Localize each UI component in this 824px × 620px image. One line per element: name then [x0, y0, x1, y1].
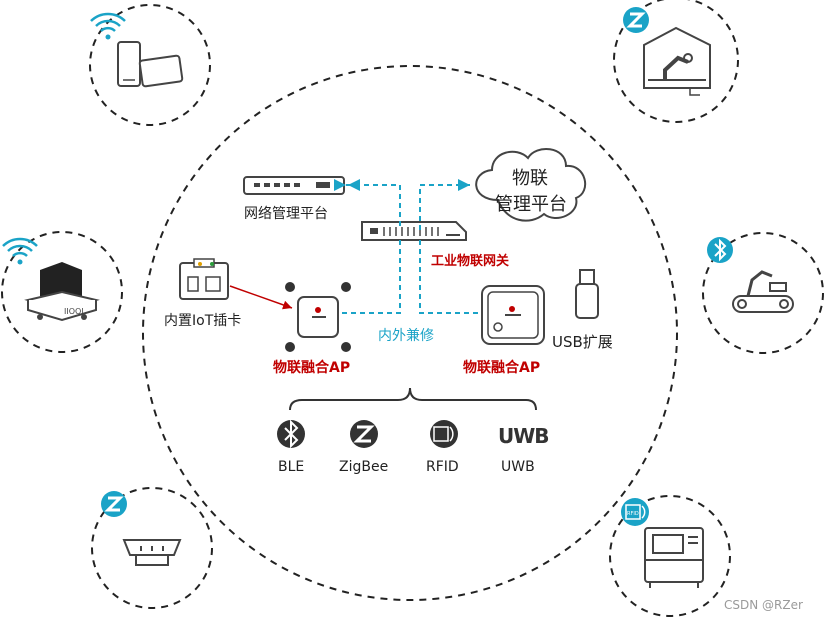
label-ap-right: 物联融合AP [463, 359, 540, 376]
wifi-icon [2, 237, 38, 265]
protocol-label-zigbee: ZigBee [339, 459, 388, 475]
zigbee-badge-icon [623, 7, 649, 33]
device-agv-robot: IIOOI [1, 231, 123, 353]
machine-icon [644, 527, 704, 588]
agv-icon: IIOOI [24, 262, 100, 322]
iot-ap-right-icon [481, 285, 545, 345]
network-switch-icon [243, 176, 345, 195]
protocol-brace [289, 387, 537, 411]
bluetooth-icon [277, 419, 305, 449]
industrial-gateway-icon [361, 221, 467, 241]
uwb-icon: UWB [498, 424, 550, 448]
label-network-mgmt: 网络管理平台 [244, 206, 328, 222]
device-robot-arm-factory [613, 0, 739, 123]
tablet-icon [138, 54, 184, 88]
device-tablet-phone [89, 4, 211, 126]
iot-ap-left-icon [285, 282, 351, 352]
zigbee-badge-icon [101, 491, 127, 517]
connection-lines [334, 179, 480, 314]
svg-text:UWB: UWB [498, 424, 549, 448]
iot-card-icon [179, 258, 229, 300]
device-industrial-machine: RFID [609, 495, 731, 617]
main-dashed-ring [142, 65, 678, 601]
conveyor-icon [732, 270, 794, 313]
protocol-label-ble: BLE [278, 459, 304, 475]
protocol-label-uwb: UWB [501, 459, 535, 475]
label-compat: 内外兼修 [378, 328, 434, 344]
phone-icon [117, 41, 141, 87]
watermark: CSDN @RZer [724, 598, 803, 612]
label-iot-mgmt-line1: 物联 [512, 168, 548, 189]
zigbee-icon [350, 420, 378, 448]
smoke-detector-icon [122, 539, 182, 566]
device-conveyor-belt [702, 232, 824, 354]
svg-text:RFID: RFID [627, 511, 639, 517]
label-ap-left: 物联融合AP [273, 359, 350, 376]
label-industrial-gateway: 工业物联网关 [431, 253, 509, 269]
label-usb: USB扩展 [552, 333, 613, 351]
rfid-icon [430, 420, 458, 448]
factory-icon [643, 26, 711, 96]
bluetooth-badge-icon [707, 237, 733, 263]
svg-text:IIOOI: IIOOI [64, 307, 84, 316]
label-iot-card: 内置IoT插卡 [164, 313, 241, 329]
wifi-icon [90, 12, 126, 40]
device-smoke-detector [91, 487, 213, 609]
label-iot-mgmt-line2: 管理平台 [495, 194, 567, 215]
rfid-badge-icon: RFID [621, 498, 649, 526]
protocol-label-rfid: RFID [426, 459, 459, 475]
cloud-icon [475, 147, 586, 222]
arrow-card-to-ap [229, 285, 293, 310]
usb-stick-icon [575, 269, 599, 319]
